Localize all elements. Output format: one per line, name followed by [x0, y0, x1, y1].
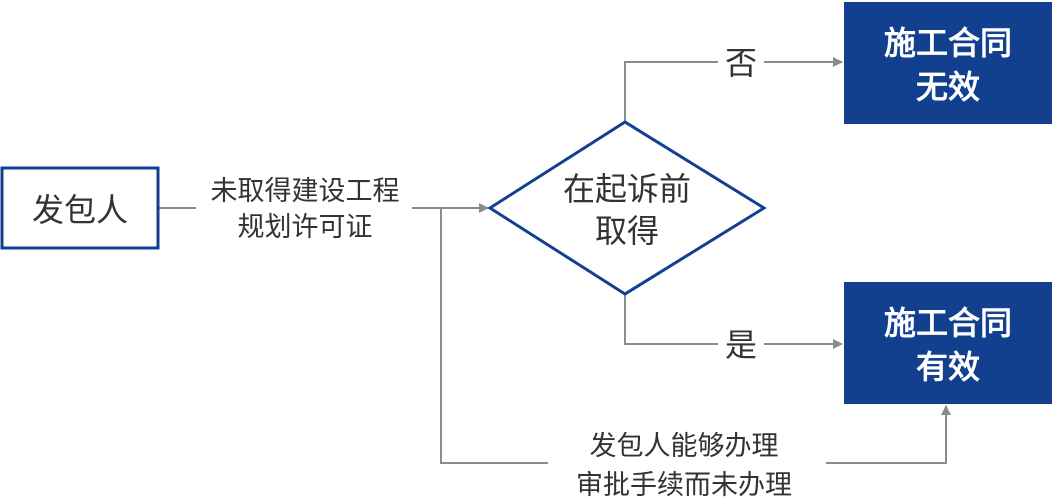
condition-line2: 规划许可证	[238, 212, 373, 243]
connector-line	[624, 61, 718, 122]
yes-label: 是	[725, 326, 757, 364]
node-decision: 在起诉前 取得	[487, 120, 767, 296]
node-valid: 施工合同 有效	[844, 282, 1052, 404]
node-invalid: 施工合同 无效	[844, 2, 1052, 124]
connector-arrow	[826, 405, 951, 464]
edge-label-condition: 未取得建设工程 规划许可证	[211, 176, 400, 243]
edge-label-fallback: 发包人能够办理 审批手续而未办理	[576, 431, 792, 501]
edge-fallback	[440, 208, 951, 464]
decision-diamond	[487, 120, 767, 296]
connector-line	[624, 294, 718, 345]
decision-line2: 取得	[595, 212, 659, 250]
connector-line	[440, 208, 548, 464]
no-label: 否	[725, 44, 757, 82]
decision-line1: 在起诉前	[563, 170, 691, 208]
invalid-line1: 施工合同	[884, 24, 1012, 62]
fallback-line2: 审批手续而未办理	[576, 470, 792, 501]
start-label: 发包人	[32, 191, 128, 229]
invalid-box	[844, 2, 1052, 124]
edge-decision-yes	[624, 294, 843, 349]
invalid-line2: 无效	[916, 68, 980, 106]
valid-line1: 施工合同	[884, 304, 1012, 342]
node-start: 发包人	[0, 166, 160, 250]
condition-line1: 未取得建设工程	[211, 176, 400, 207]
edge-decision-no	[624, 57, 843, 122]
valid-box	[844, 282, 1052, 404]
start-box	[0, 166, 160, 250]
fallback-line1: 发包人能够办理	[590, 431, 779, 462]
valid-line2: 有效	[916, 348, 980, 386]
